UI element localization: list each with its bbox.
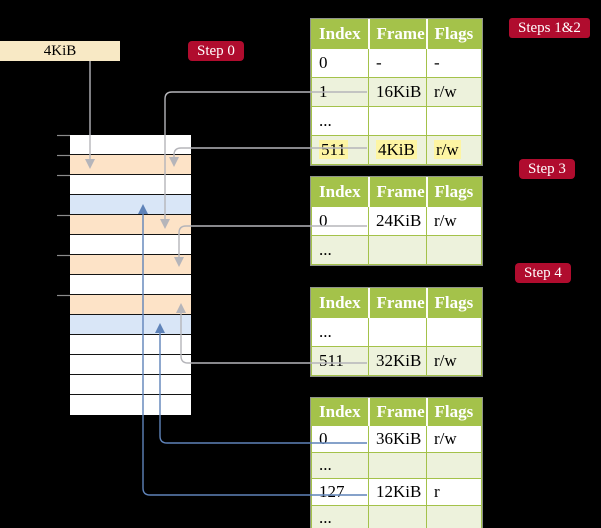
col-header-flags: Flags [425, 398, 482, 426]
col-header-flags: Flags [425, 177, 482, 207]
table-row: ... [311, 235, 482, 265]
table-header-row: Index Frame Flags [311, 288, 482, 318]
cell-frame: 32KiB [368, 346, 427, 376]
cell-flags: r/w [426, 425, 482, 453]
memory-frame-free [70, 235, 191, 255]
cell-index: ... [311, 317, 369, 347]
col-header-frame: Frame [367, 398, 427, 426]
label-steps-1-2: Steps 1&2 [509, 18, 590, 38]
label-step-3: Step 3 [519, 159, 575, 179]
cell-flags [426, 317, 482, 347]
cell-index: ... [311, 235, 369, 265]
col-header-flags: Flags [425, 288, 482, 318]
label-step-4: Step 4 [515, 263, 571, 283]
memory-frame-data [70, 195, 191, 215]
cell-frame [368, 317, 427, 347]
table-row-highlighted: 511 4KiB r/w [311, 135, 482, 165]
col-header-index: Index [311, 398, 369, 426]
label-step-0: Step 0 [188, 41, 244, 61]
cell-index: 0 [311, 206, 369, 236]
table-header-row: Index Frame Flags [311, 398, 482, 426]
cell-frame: 36KiB [368, 425, 427, 453]
cell-index: ... [311, 106, 369, 136]
memory-frame-free [70, 275, 191, 295]
page-table-step3: Index Frame Flags 0 24KiB r/w ... [310, 176, 483, 266]
page-table-step4: Index Frame Flags ... 511 32KiB r/w [310, 287, 483, 377]
col-header-index: Index [311, 288, 369, 318]
page-table-leaf: Index Frame Flags 0 36KiB r/w ... 127 [310, 397, 483, 528]
cell-frame: 16KiB [368, 77, 427, 107]
table-row: ... [311, 106, 482, 136]
cell-flags: r/w [426, 206, 482, 236]
table-row: ... [311, 504, 482, 528]
table-row: 0 24KiB r/w [311, 206, 482, 236]
table-row: 0 36KiB r/w [311, 425, 482, 453]
table-header-row: Index Frame Flags [311, 177, 482, 207]
cell-index: 511 [311, 135, 369, 165]
memory-frame-free [70, 355, 191, 375]
cell-index: 511 [311, 346, 369, 376]
memory-frame-free [70, 375, 191, 395]
col-header-index: Index [311, 19, 369, 49]
cell-frame [368, 235, 427, 265]
col-header-frame: Frame [367, 288, 427, 318]
cell-frame [368, 504, 427, 528]
table-row: 0 - - [311, 48, 482, 78]
cell-index: 127 [311, 478, 369, 506]
memory-frame-data [70, 315, 191, 335]
cell-flags: r/w [426, 77, 482, 107]
table-header-row: Index Frame Flags [311, 19, 482, 49]
physical-memory [69, 134, 192, 416]
cell-flags [426, 235, 482, 265]
highlight: 4KiB [376, 140, 417, 159]
cell-index: 1 [311, 77, 369, 107]
memory-frame-page-table [70, 215, 191, 235]
cell-frame [368, 106, 427, 136]
cell-frame: 12KiB [368, 478, 427, 506]
highlight: 511 [319, 140, 348, 159]
cell-frame: 4KiB [368, 135, 427, 165]
memory-frame-free [70, 335, 191, 355]
memory-frame-page-table [70, 295, 191, 315]
cell-flags [426, 504, 482, 528]
memory-frame-free [70, 135, 191, 155]
cell-flags: r/w [426, 346, 482, 376]
cell-index: ... [311, 504, 369, 528]
cell-index: ... [311, 451, 369, 479]
cell-flags [426, 106, 482, 136]
memory-frame-page-table [70, 155, 191, 175]
cell-frame: 24KiB [368, 206, 427, 236]
page-size-box: 4KiB [0, 41, 120, 61]
cell-flags [426, 451, 482, 479]
col-header-frame: Frame [367, 19, 427, 49]
col-header-frame: Frame [367, 177, 427, 207]
col-header-flags: Flags [425, 19, 482, 49]
cell-frame [368, 451, 427, 479]
table-row: ... [311, 317, 482, 347]
memory-frame-free [70, 175, 191, 195]
highlight: r/w [434, 140, 461, 159]
col-header-index: Index [311, 177, 369, 207]
cell-frame: - [368, 48, 427, 78]
page-table-root: Index Frame Flags 0 - - 1 16KiB r/w ... [310, 18, 483, 166]
table-row: 1 16KiB r/w [311, 77, 482, 107]
table-row: 127 12KiB r [311, 478, 482, 506]
table-row: 511 32KiB r/w [311, 346, 482, 376]
cell-index: 0 [311, 48, 369, 78]
cell-flags: - [426, 48, 482, 78]
cell-flags: r/w [426, 135, 482, 165]
table-row: ... [311, 451, 482, 479]
cell-flags: r [426, 478, 482, 506]
cell-index: 0 [311, 425, 369, 453]
memory-frame-page-table [70, 255, 191, 275]
memory-frame-free [70, 395, 191, 415]
